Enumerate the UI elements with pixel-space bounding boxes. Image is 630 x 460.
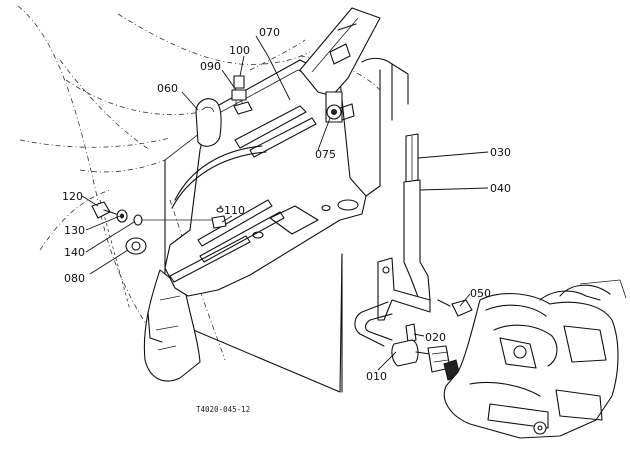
- leader-lines: [81, 35, 489, 371]
- pin-020: [405, 323, 417, 343]
- washer-080: [125, 237, 147, 255]
- label-100: 100: [229, 44, 250, 57]
- nut-140: [133, 214, 220, 226]
- rod-030-040: [403, 133, 431, 303]
- pivot-075: [326, 103, 355, 121]
- label-090: 090: [200, 60, 221, 73]
- label-070: 070: [259, 26, 280, 39]
- label-130: 130: [64, 224, 85, 237]
- part-labels: 070 100 090 060 075 030 040 050 020 010 …: [62, 26, 511, 383]
- label-110: 110: [224, 204, 245, 217]
- label-080: 080: [64, 272, 85, 285]
- nut-110: [211, 215, 227, 229]
- right-panel: [361, 57, 409, 197]
- label-140: 140: [64, 246, 85, 259]
- phantom-outlines: [17, 5, 381, 361]
- transmission-housing: [443, 279, 627, 439]
- label-040: 040: [490, 182, 511, 195]
- washer-130: [116, 209, 128, 223]
- knob-060: [195, 98, 222, 147]
- label-050: 050: [470, 287, 491, 300]
- nut-090: [233, 101, 253, 115]
- label-075: 075: [315, 148, 336, 161]
- lever-010: [354, 257, 431, 347]
- bolt-120: [91, 201, 117, 219]
- mark-star: *: [219, 204, 223, 212]
- figure-code: T4020-045-12: [196, 405, 250, 414]
- label-010: 010: [366, 370, 387, 383]
- label-030: 030: [490, 146, 511, 159]
- label-060: 060: [157, 82, 178, 95]
- label-120: 120: [62, 190, 83, 203]
- fender-body: [143, 269, 201, 382]
- label-020: 020: [425, 331, 446, 344]
- coupling: [391, 339, 461, 381]
- bolt-050: [437, 299, 473, 317]
